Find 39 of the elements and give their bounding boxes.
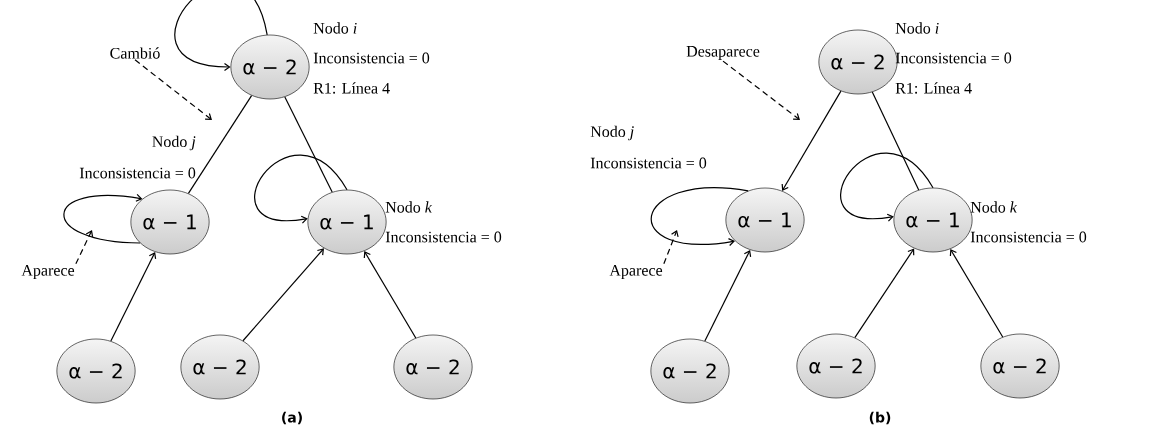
panel-caption: (b) bbox=[869, 411, 891, 425]
self-loop-arrow bbox=[174, 0, 268, 72]
node-annotation: Inconsistencia = 0 bbox=[970, 231, 1087, 243]
connector-line bbox=[187, 94, 253, 195]
node-annotation: Inconsistencia = 0 bbox=[313, 52, 430, 64]
annotation-text: Cambió bbox=[110, 47, 160, 59]
arrow bbox=[704, 249, 752, 342]
leader-arrow bbox=[663, 230, 679, 265]
connector-line bbox=[871, 91, 920, 191]
connector-line bbox=[284, 96, 333, 193]
node-annotation: Inconsistencia = 0 bbox=[79, 167, 196, 179]
node-annotation: Inconsistencia = 0 bbox=[385, 231, 502, 243]
self-loop-arrow bbox=[840, 152, 934, 222]
arrow bbox=[363, 251, 417, 339]
leader-arrow bbox=[134, 59, 212, 120]
node-annotation: Nodo k bbox=[970, 201, 1018, 213]
node-annotation: Nodo k bbox=[385, 201, 433, 213]
arrow bbox=[781, 90, 842, 191]
leader-arrow bbox=[722, 60, 800, 120]
node-annotation: Nodo j bbox=[590, 125, 634, 141]
arrow bbox=[949, 249, 1004, 338]
annotation-text: Aparece bbox=[609, 265, 663, 279]
arrow bbox=[854, 248, 915, 339]
node-annotation: Nodo j bbox=[152, 135, 196, 151]
self-loop-arrow bbox=[650, 187, 749, 247]
node-annotation: Nodo i bbox=[895, 22, 939, 34]
self-loop-arrow bbox=[254, 154, 348, 224]
node-annotation: Nodo i bbox=[313, 22, 357, 34]
node-annotation: R1: Línea 4 bbox=[313, 82, 390, 94]
arrow bbox=[110, 251, 157, 342]
node-annotation: R1: Línea 4 bbox=[895, 82, 972, 94]
annotation-text: Desaparece bbox=[686, 46, 760, 60]
panel-caption: (a) bbox=[282, 411, 302, 425]
leader-arrow bbox=[75, 230, 94, 265]
node-annotation: Inconsistencia = 0 bbox=[590, 157, 707, 169]
arrow bbox=[242, 248, 325, 342]
self-loop-arrow bbox=[63, 193, 143, 244]
node-annotation: Inconsistencia = 0 bbox=[895, 52, 1012, 64]
annotation-text: Aparece bbox=[21, 265, 75, 279]
